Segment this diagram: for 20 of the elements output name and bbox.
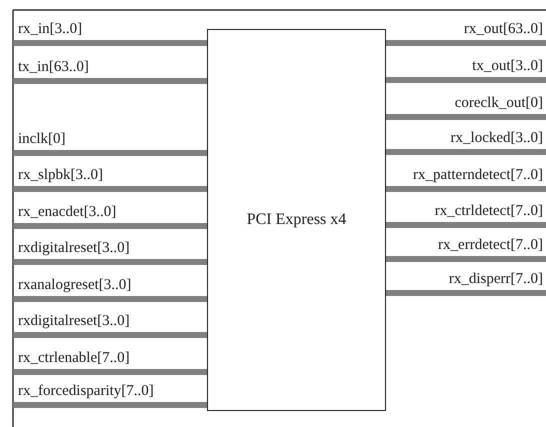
signal-name: coreclk_out[0] xyxy=(454,94,543,112)
signal-name: rx_ctrldetect[7..0] xyxy=(434,202,543,220)
block-title: PCI Express x4 xyxy=(246,210,348,230)
signal-name: inclk[0] xyxy=(18,130,66,148)
signal-name: rx_in[3..0] xyxy=(18,20,82,38)
signal-name: tx_out[3..0] xyxy=(472,57,543,75)
signal-name: rxdigitalreset[3..0] xyxy=(18,239,130,257)
block-box xyxy=(207,29,386,411)
signal-name: rx_slpbk[3..0] xyxy=(18,166,103,184)
signal-name: rx_locked[3..0] xyxy=(450,129,543,147)
signal-name: rx_forcedisparity[7..0] xyxy=(18,382,154,400)
signal-name: rx_errdetect[7..0] xyxy=(438,236,543,254)
signal-name: rxdigitalreset[3..0] xyxy=(18,312,130,330)
signal-name: rx_ctrlenable[7..0] xyxy=(18,349,130,367)
signal-name: rx_out[63..0] xyxy=(464,20,543,38)
signal-name: rx_enacdet[3..0] xyxy=(18,203,116,221)
signal-name: rx_patterndetect[7..0] xyxy=(413,166,543,184)
signal-name: tx_in[63..0] xyxy=(18,58,89,76)
signal-name: rxanalogreset[3..0] xyxy=(18,276,132,294)
signal-name: rx_disperr[7..0] xyxy=(448,270,543,288)
